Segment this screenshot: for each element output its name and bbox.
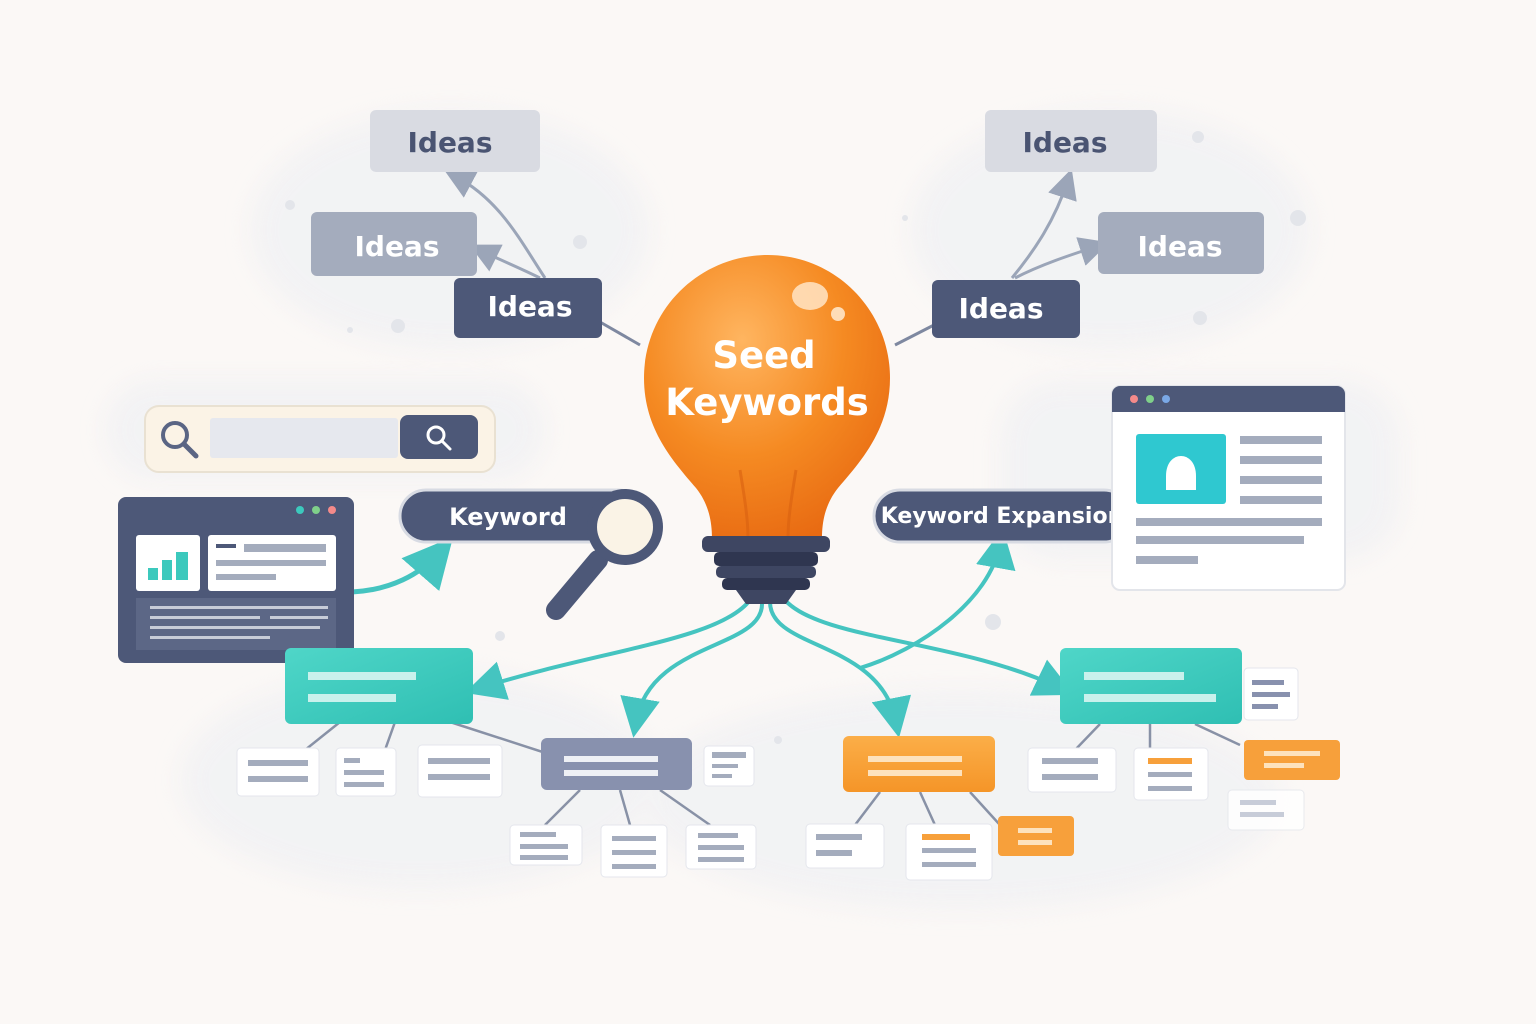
idea-box-top-left xyxy=(370,110,540,172)
idea-boxes: Ideas Ideas Ideas Ideas Ideas Ideas xyxy=(311,110,1264,338)
idea-box-inner-right xyxy=(932,280,1080,338)
keyword-label: Keyword xyxy=(449,503,567,531)
center-title-line2: Keywords xyxy=(665,381,869,424)
keyword-expansion-pill: Keyword Expansion xyxy=(872,488,1132,544)
search-bar xyxy=(144,405,496,473)
bar-chart-icon xyxy=(148,552,188,580)
idea-box-mid-right xyxy=(1098,212,1264,274)
magnifier-icon xyxy=(546,489,663,620)
search-icon xyxy=(426,425,452,451)
browser-window-icon xyxy=(1111,385,1346,591)
tree-left xyxy=(236,648,503,798)
decorative-dots xyxy=(285,131,1306,744)
search-button[interactable] xyxy=(400,415,478,459)
idea-label: Ideas xyxy=(958,292,1043,325)
tree-middle xyxy=(509,738,757,878)
idea-label: Ideas xyxy=(1137,230,1222,263)
browser-window-icon xyxy=(118,497,354,663)
search-input[interactable] xyxy=(210,418,398,458)
tree-right xyxy=(1027,648,1340,831)
idea-label: Ideas xyxy=(1022,126,1107,159)
search-icon xyxy=(161,421,199,459)
connectors xyxy=(304,168,1241,827)
idea-box-inner-left xyxy=(454,278,602,338)
idea-box-mid-left xyxy=(311,212,477,276)
keyword-expansion-label: Keyword Expansion xyxy=(881,504,1124,529)
center-title-line1: Seed xyxy=(712,334,815,377)
lightbulb-icon: Seed Keywords xyxy=(644,255,890,604)
idea-label: Ideas xyxy=(487,290,572,323)
idea-label: Ideas xyxy=(354,230,439,263)
tree-orange xyxy=(805,736,1074,881)
idea-label: Ideas xyxy=(407,126,492,159)
idea-box-top-right xyxy=(985,110,1157,172)
